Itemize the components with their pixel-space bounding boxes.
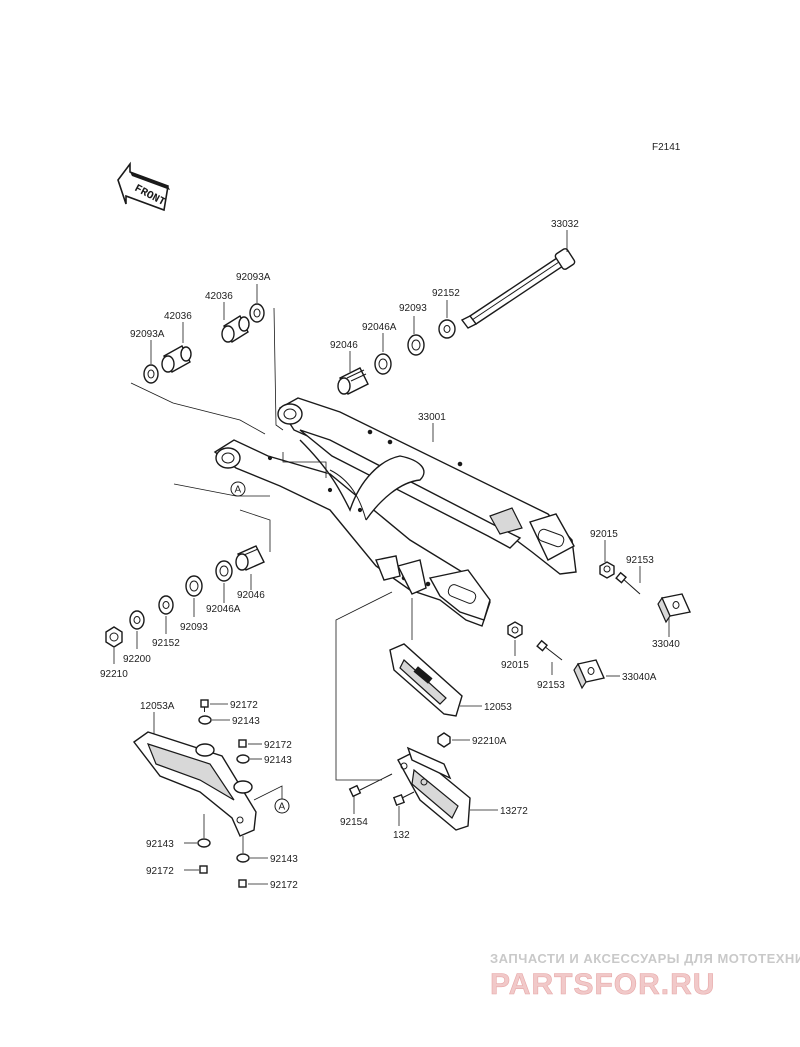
collar-92143-a <box>198 715 212 725</box>
seal-92093a-left <box>143 364 159 384</box>
bolt-92172-a <box>200 699 209 712</box>
front-arrow-icon: FRONT <box>117 161 170 212</box>
label-33040: 33040 <box>652 639 680 650</box>
label-92015-mid: 92015 <box>501 660 529 671</box>
collar-42036-a <box>221 314 250 344</box>
label-33040a: 33040A <box>622 672 657 683</box>
chain-guide-13272 <box>397 746 471 831</box>
label-12053: 12053 <box>484 702 512 713</box>
label-92046-low: 92046 <box>237 590 265 601</box>
label-92143-b: 92143 <box>264 755 292 766</box>
label-92143-d: 92143 <box>270 854 298 865</box>
label-92172-c: 92172 <box>146 866 174 877</box>
needle-bearing-92046-low <box>235 545 265 571</box>
bolt-132 <box>392 791 415 807</box>
label-92046-top: 92046 <box>330 340 358 351</box>
label-92093a-left: 92093A <box>130 329 165 340</box>
nut-92210a <box>437 732 451 748</box>
ref-marker-a-top-text: A <box>235 485 242 496</box>
bolt-92153-right <box>615 571 641 595</box>
label-92093-top: 92093 <box>399 303 427 314</box>
label-92143-c: 92143 <box>146 839 174 850</box>
nut-92015-right <box>599 561 615 579</box>
collar-92143-b <box>236 754 250 764</box>
label-92153-mid: 92153 <box>537 680 565 691</box>
figure-code: F2141 <box>652 142 681 153</box>
swingarm-33001 <box>213 397 577 627</box>
watermark-logo: PARTSFOR.RU <box>490 968 715 1001</box>
swingarm-axle <box>460 248 576 329</box>
label-92210a: 92210A <box>472 736 507 747</box>
label-92172-a: 92172 <box>230 700 258 711</box>
label-12053a: 12053A <box>140 701 175 712</box>
bolt-92172-c <box>199 865 208 874</box>
label-92172-d: 92172 <box>270 880 298 891</box>
bolt-92172-b <box>238 739 247 748</box>
watermark-tagline: ЗАПЧАСТИ И АКСЕССУАРЫ ДЛЯ МОТОТЕХНИКИ <box>490 951 800 966</box>
ref-marker-a-top: A <box>230 481 246 497</box>
washer-92152-low <box>158 595 174 615</box>
bolt-92153-mid <box>536 639 563 661</box>
bolt-92172-d <box>238 879 247 888</box>
bearing-92046a-low <box>215 560 233 582</box>
label-92153-right: 92153 <box>626 555 654 566</box>
label-33032: 33032 <box>551 219 579 230</box>
label-92152-low: 92152 <box>152 638 180 649</box>
collar-92143-d <box>236 853 250 863</box>
nut-92015-mid <box>507 621 523 639</box>
label-92093a-top: 92093A <box>236 272 271 283</box>
collar-92143-c <box>197 838 211 848</box>
ref-marker-a-bottom-text: A <box>279 802 286 813</box>
label-92172-b: 92172 <box>264 740 292 751</box>
seal-92093a-top <box>249 303 265 323</box>
chain-slider-12053 <box>389 643 463 717</box>
label-92154: 92154 <box>340 817 368 828</box>
chain-adjuster-33040 <box>657 593 691 624</box>
label-92152-top: 92152 <box>432 288 460 299</box>
chain-adjuster-33040a <box>573 659 605 690</box>
collar-42036-b <box>161 345 192 373</box>
label-92046a-top: 92046A <box>362 322 397 333</box>
bearing-92046a-top <box>374 353 392 375</box>
label-13272: 13272 <box>500 806 528 817</box>
label-33001: 33001 <box>418 412 446 423</box>
label-92200: 92200 <box>123 654 151 665</box>
bolt-92154 <box>348 773 393 798</box>
label-42036-b: 42036 <box>164 311 192 322</box>
chain-slider-12053a <box>133 731 257 837</box>
label-92015-right: 92015 <box>590 529 618 540</box>
label-92093-low: 92093 <box>180 622 208 633</box>
label-92143-a: 92143 <box>232 716 260 727</box>
needle-bearing-92046-top <box>337 367 369 395</box>
label-42036-a: 42036 <box>205 291 233 302</box>
label-132: 132 <box>393 830 410 841</box>
washer-92152-top <box>438 319 456 339</box>
nut-92210 <box>105 626 123 648</box>
seal-92093-top <box>407 334 425 356</box>
ref-marker-a-bottom: A <box>274 798 290 814</box>
washer-92200 <box>129 610 145 630</box>
seal-92093-low <box>185 575 203 597</box>
label-92046a-low: 92046A <box>206 604 241 615</box>
label-92210: 92210 <box>100 669 128 680</box>
